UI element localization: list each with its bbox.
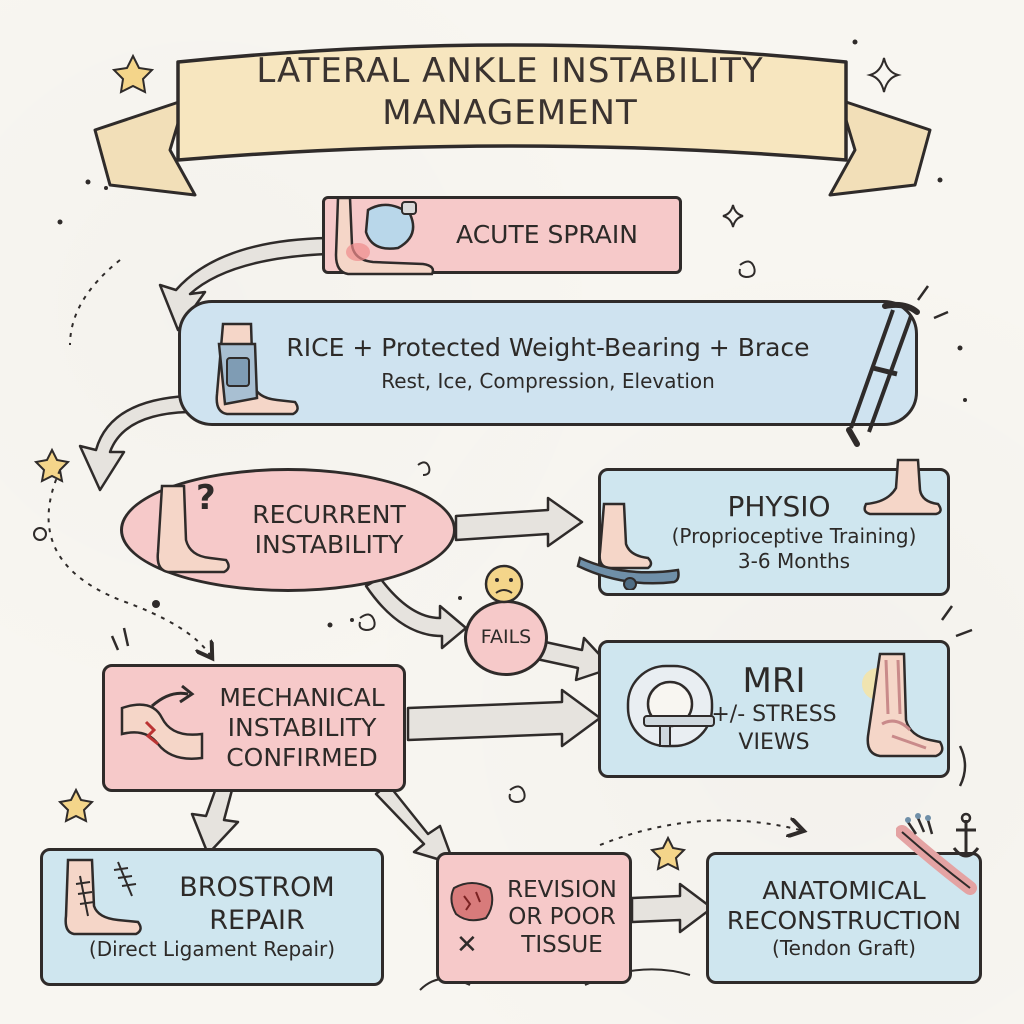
fails-label: FAILS bbox=[480, 626, 532, 649]
node-fails: FAILS bbox=[464, 600, 548, 676]
node-anatomical-reconstruction: ANATOMICAL RECONSTRUCTION (Tendon Graft) bbox=[706, 852, 982, 984]
arrow-recurrent-to-physio bbox=[454, 496, 584, 548]
recurrent-line-1: RECURRENT bbox=[252, 500, 406, 529]
node-mechanical-instability: MECHANICAL INSTABILITY CONFIRMED bbox=[102, 664, 406, 792]
mri-label: MRI bbox=[742, 660, 806, 701]
foot-question-icon bbox=[156, 484, 230, 574]
physio-line-2: 3-6 Months bbox=[737, 548, 851, 573]
sutured-foot-icon bbox=[64, 858, 142, 936]
acute-sprain-label: ACUTE SPRAIN bbox=[456, 220, 638, 249]
crutch-icon bbox=[846, 301, 920, 447]
physio-label: PHYSIO bbox=[727, 490, 831, 524]
mechanical-line-1: MECHANICAL bbox=[219, 683, 385, 712]
tendon-graft-anchor-icon bbox=[896, 812, 980, 895]
physio-line-1: (Proprioceptive Training) bbox=[671, 523, 917, 548]
mechanical-line-2: INSTABILITY bbox=[227, 713, 377, 742]
ankle-brace-icon bbox=[215, 322, 299, 416]
mri-line-1: +/- STRESS bbox=[711, 702, 837, 728]
anatomical-line-2: RECONSTRUCTION bbox=[726, 905, 962, 935]
node-brostrom-repair: BROSTROM REPAIR (Direct Ligament Repair) bbox=[40, 848, 384, 986]
ankle-xray-icon bbox=[862, 652, 944, 758]
damaged-tissue-icon bbox=[450, 882, 494, 922]
brostrom-line-2: REPAIR bbox=[209, 904, 305, 936]
title-banner bbox=[93, 43, 932, 197]
sparkle-marks bbox=[110, 285, 973, 787]
flow-arrows bbox=[78, 236, 714, 934]
revision-line-3: TISSUE bbox=[521, 931, 603, 958]
arrow-recurrent-to-fails bbox=[364, 576, 468, 650]
decorative-swirls bbox=[33, 260, 756, 804]
question-mark-icon: ? bbox=[196, 478, 216, 518]
revision-line-2: OR POOR bbox=[508, 904, 616, 931]
mechanical-line-3: CONFIRMED bbox=[226, 743, 378, 772]
torn-ligament-icon bbox=[120, 684, 204, 760]
arrow-rice-to-recurrent bbox=[78, 394, 190, 492]
balance-board-foot-icon bbox=[576, 502, 680, 590]
node-rice: RICE + Protected Weight-Bearing + Brace … bbox=[178, 300, 918, 426]
decorative-stars bbox=[33, 53, 902, 871]
rice-sublabel: Rest, Ice, Compression, Elevation bbox=[381, 368, 715, 393]
anatomical-line-1: ANATOMICAL bbox=[762, 875, 926, 905]
recurrent-line-2: INSTABILITY bbox=[254, 530, 404, 559]
ice-pack-foot-icon bbox=[334, 196, 435, 276]
arrow-mechanical-to-brostrom bbox=[190, 786, 240, 856]
mri-scanner-icon bbox=[626, 664, 715, 748]
arrow-revision-to-anatomical bbox=[630, 882, 714, 934]
title-line-1: LATERAL ANKLE INSTABILITY bbox=[256, 51, 764, 91]
arrow-mechanical-to-mri bbox=[406, 688, 602, 748]
foot-icon bbox=[863, 458, 942, 516]
title-line-2: MANAGEMENT bbox=[382, 93, 638, 133]
arrow-mechanical-to-revision bbox=[374, 782, 456, 866]
brostrom-line-3: (Direct Ligament Repair) bbox=[88, 936, 336, 961]
brostrom-line-1: BROSTROM bbox=[179, 872, 335, 904]
rice-label: RICE + Protected Weight-Bearing + Brace bbox=[286, 332, 810, 362]
sad-face-icon bbox=[484, 564, 524, 604]
page-title: LATERAL ANKLE INSTABILITY MANAGEMENT bbox=[200, 50, 820, 134]
anatomical-line-3: (Tendon Graft) bbox=[772, 935, 916, 960]
mri-line-2: VIEWS bbox=[738, 729, 810, 755]
revision-line-1: REVISION bbox=[507, 876, 617, 903]
cross-mark-icon: ✕ bbox=[456, 930, 478, 960]
